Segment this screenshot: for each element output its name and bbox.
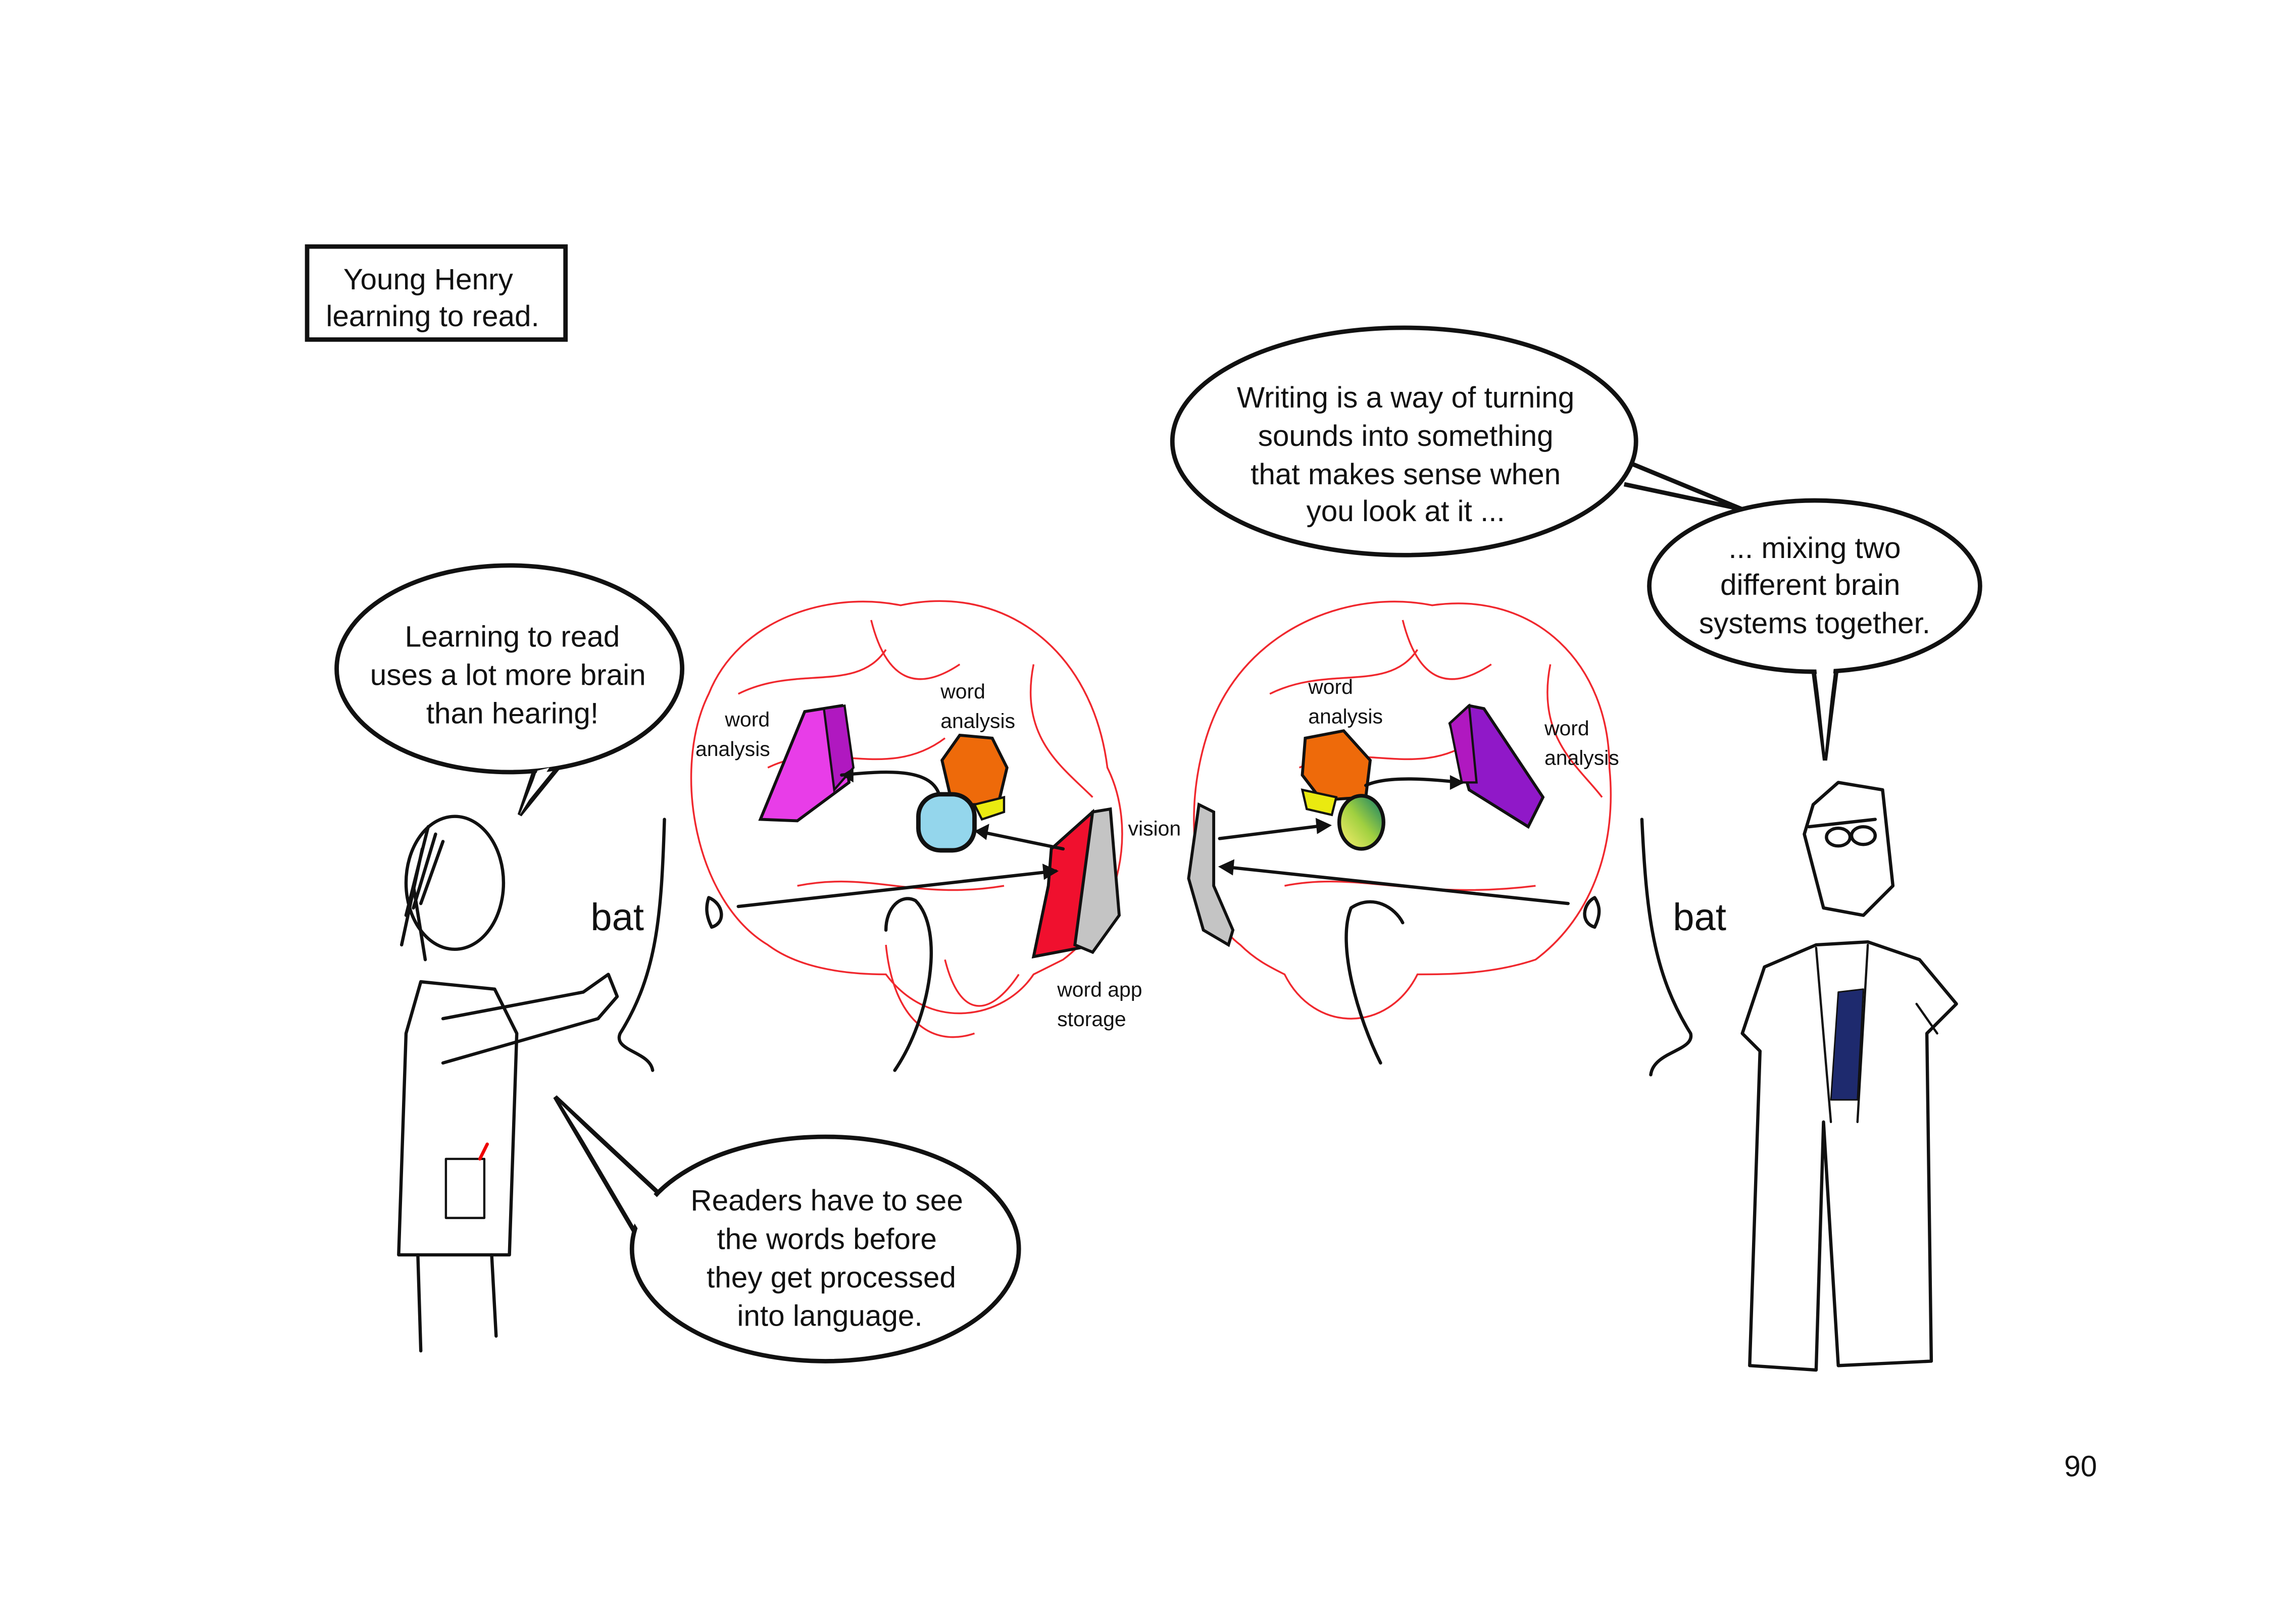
tie-icon [1830,988,1864,1101]
bubble-text: different brain [1720,569,1900,601]
spoken-word: bat [590,896,644,939]
vision-region [1187,802,1235,947]
region-label: word [940,680,985,703]
bubble-text: ... mixing two [1728,532,1901,565]
page-number: 90 [2064,1450,2097,1483]
scientist-figure [1740,781,1958,1372]
region-label: word [724,707,770,731]
bubble-text: you look at it ... [1307,495,1505,528]
speech-bubble-left-bottom: Readers have to see the words before the… [553,1095,1021,1363]
child-figure [397,815,619,1353]
caption-line: learning to read. [326,300,539,333]
speech-bubble-left-top: Learning to read uses a lot more brain t… [334,563,685,817]
region-label: analysis [1308,705,1383,728]
region-label: analysis [940,709,1015,732]
bubble-text: than hearing! [426,697,598,730]
speech-bubble-right-mid: ... mixing two different brain systems t… [1647,498,1982,761]
bubble-text: the words before [717,1223,936,1255]
word-analysis-region [1301,729,1372,802]
bubble-text: Writing is a way of turning [1237,381,1574,414]
region-label: analysis [695,737,770,761]
spoken-word: bat [1673,896,1726,939]
bubble-text: they get processed [707,1261,956,1294]
region-label: analysis [1544,746,1619,769]
region-label: word app [1057,978,1142,1001]
caption-line: Young Henry [343,263,514,296]
vision-label: vision [1128,817,1181,840]
vision-region [1073,807,1121,954]
caption-box: Young Henry learning to read. [305,244,568,342]
speech-bubble-right-top: Writing is a way of turning sounds into … [1170,325,1743,558]
mixed-region [1337,794,1385,851]
bubble-text: sounds into something [1258,420,1554,452]
bubble-text: Readers have to see [690,1184,963,1217]
bubble-text: uses a lot more brain [370,659,646,692]
region-label: word [1544,717,1589,740]
brain-left: word analysis word analysis word app sto… [590,600,1142,1072]
region-label: storage [1057,1007,1126,1031]
bubble-text: Learning to read [405,620,620,653]
bubble-text: into language. [737,1299,922,1332]
region-label: word [1308,675,1353,698]
bubble-text: that makes sense when [1251,458,1561,491]
brain-right: word analysis word analysis bat [1187,600,1726,1077]
sound-region [916,792,977,853]
bubble-text: systems together. [1699,607,1930,640]
